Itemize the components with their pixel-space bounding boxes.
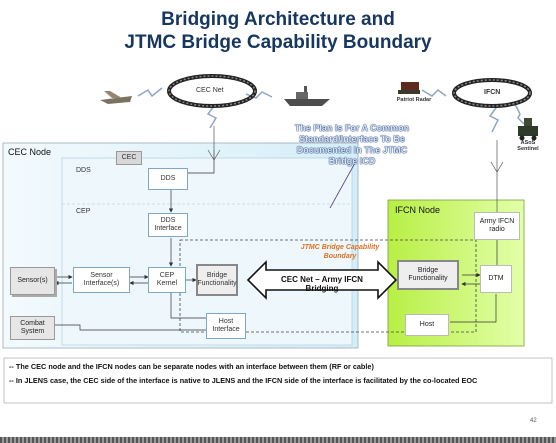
aircraft-icon xyxy=(100,91,132,104)
cec-net-label: CEC Net xyxy=(196,87,224,94)
callout-line-2: Standard/Interface To Be xyxy=(299,134,405,144)
callout-line-4: Bridge ICD xyxy=(328,156,376,166)
ifcn-network-label: IFCN xyxy=(484,89,501,96)
notes-box xyxy=(3,357,553,404)
note-1: -- The CEC node and the IFCN nodes can b… xyxy=(9,362,374,371)
dtm-box: DTM xyxy=(480,265,512,293)
page-number: 42 xyxy=(530,418,537,424)
ifcn-bridge-functionality-box: Bridge Functionality xyxy=(397,260,459,290)
icd-callout: The Plan Is For A Common Standard/Interf… xyxy=(262,123,442,167)
host-box: Host xyxy=(405,314,449,336)
sentinel-radar-icon xyxy=(518,118,538,141)
ifcn-node-label: IFCN Node xyxy=(395,205,441,215)
dds-section-label: DDS xyxy=(76,167,91,174)
ifcn-ring xyxy=(452,78,532,108)
note-2: -- In JLENS case, the CEC side of the in… xyxy=(9,376,478,385)
boundary-label-line-1: JTMC Bridge Capability xyxy=(300,244,380,251)
boundary-label: JTMC Bridge Capability Boundary xyxy=(280,243,400,261)
title-line-2: JTMC Bridge Capability Boundary xyxy=(124,32,432,53)
callout-line-1: The Plan Is For A Common xyxy=(294,123,410,133)
cec-tab: CEC xyxy=(116,151,142,165)
sensor-interface-box: Sensor Interface(s) xyxy=(73,267,130,293)
cep-section-label: CEP xyxy=(76,208,91,215)
footer-bar xyxy=(0,437,556,443)
cec-node-label: CEC Node xyxy=(8,147,52,157)
patriot-radar-label: Patriot Radar xyxy=(396,97,432,103)
army-ifcn-radio-box: Army IFCN radio xyxy=(474,212,520,240)
host-interface-box: Host Interface xyxy=(206,313,246,339)
boundary-label-line-2: Boundary xyxy=(323,253,357,260)
cep-kernel-box: CEP Kernel xyxy=(148,267,186,293)
bridging-arrow-label: CEC Net – Army IFCN Bridging xyxy=(281,275,363,293)
cec-net-ring xyxy=(167,74,257,108)
combat-system-box: Combat System xyxy=(10,316,55,340)
dds-box: DDS xyxy=(148,168,188,190)
callout-line-3: Documented In The JTMC xyxy=(296,145,408,155)
cec-bridge-functionality-box: Bridge Functionality xyxy=(196,264,238,296)
bridging-arrow xyxy=(246,260,398,300)
ship-icon xyxy=(284,86,330,106)
dds-interface-box: DDS Interface xyxy=(148,213,188,237)
asos-sentinel-label: ASoS Sentinel xyxy=(517,140,539,152)
patriot-radar-icon xyxy=(398,82,420,94)
title-line-1: Bridging Architecture and xyxy=(161,9,395,30)
sensors-box: Sensor(s) xyxy=(10,267,55,295)
